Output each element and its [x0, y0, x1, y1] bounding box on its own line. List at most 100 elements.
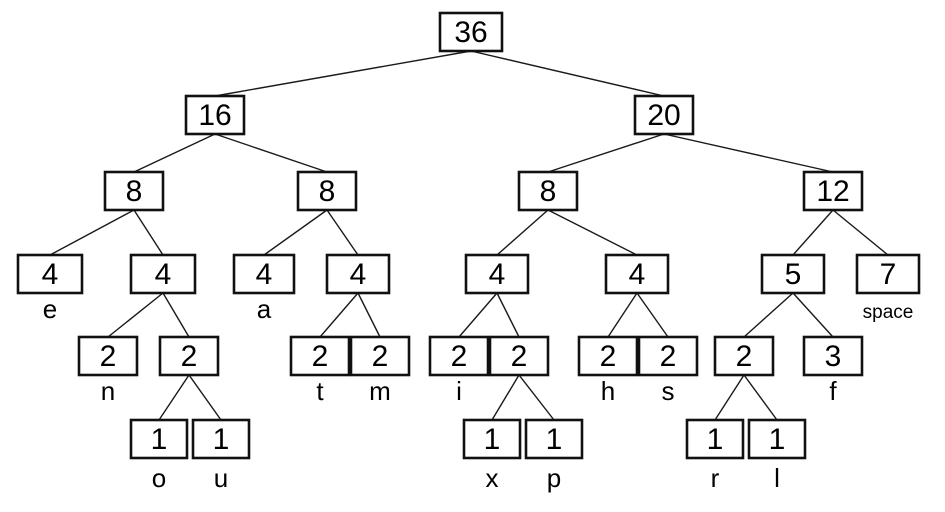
node-box [103, 170, 165, 212]
node-weight: 4 [489, 258, 506, 291]
tree-edge [188, 374, 222, 421]
tree-internal-node[interactable]: 20 [633, 94, 695, 136]
tree-edge [326, 209, 359, 256]
node-box [77, 335, 139, 377]
tree-internal-node[interactable]: 36 [438, 11, 504, 53]
node-weight: 2 [736, 340, 753, 373]
node-box [802, 170, 864, 212]
node-symbol-label: o [152, 463, 166, 493]
tree-edge [518, 374, 555, 421]
node-box [633, 94, 695, 136]
node-weight: 8 [319, 175, 336, 208]
tree-leaf-node[interactable]: 1l [747, 418, 807, 493]
node-weight: 16 [198, 99, 231, 132]
tree-edge [547, 209, 638, 256]
tree-leaf-node[interactable]: 2h [577, 335, 639, 406]
node-box [577, 335, 639, 377]
tree-leaf-node[interactable]: 1r [685, 418, 745, 493]
node-symbol-label: t [316, 376, 324, 406]
tree-internal-node[interactable]: 2 [488, 335, 550, 377]
tree-edge [49, 209, 135, 256]
node-weight: 1 [151, 423, 168, 456]
node-box [289, 335, 351, 377]
node-box [713, 335, 775, 377]
node-weight: 4 [42, 258, 59, 291]
node-symbol-label: space [863, 302, 914, 323]
node-box [637, 335, 699, 377]
tree-edge [107, 292, 164, 338]
tree-internal-node[interactable]: 2 [713, 335, 775, 377]
tree-internal-node[interactable]: 16 [184, 94, 246, 136]
tree-edge [458, 292, 498, 338]
node-box [747, 418, 807, 460]
node-box [488, 335, 550, 377]
tree-leaf-node[interactable]: 2t [289, 335, 351, 406]
tree-edge [214, 133, 328, 173]
node-weight: 2 [511, 340, 528, 373]
tree-leaf-node[interactable]: 1o [129, 418, 189, 493]
tree-edge [714, 374, 745, 421]
tree-edge [743, 292, 794, 338]
node-weight: 2 [372, 340, 389, 373]
node-weight: 36 [454, 16, 487, 49]
tree-internal-node[interactable]: 5 [760, 253, 826, 295]
node-weight: 20 [647, 99, 680, 132]
tree-edge [158, 374, 190, 421]
tree-internal-node[interactable]: 8 [517, 170, 579, 212]
node-box [158, 335, 220, 377]
tree-edge [792, 209, 834, 256]
tree-edge [162, 292, 190, 338]
tree-edge [607, 292, 638, 338]
tree-leaf-node[interactable]: 4a [232, 253, 296, 324]
node-weight: 1 [707, 423, 724, 456]
tree-internal-node[interactable]: 4 [604, 253, 670, 295]
tree-internal-node[interactable]: 4 [464, 253, 530, 295]
tree-internal-node[interactable]: 4 [129, 253, 197, 295]
node-weight: 1 [213, 423, 230, 456]
edge-layer [49, 50, 889, 421]
node-box [524, 418, 584, 460]
node-box [325, 253, 391, 295]
node-weight: 2 [451, 340, 468, 373]
node-box [349, 335, 411, 377]
tree-leaf-node[interactable]: 1p [524, 418, 584, 493]
tree-internal-node[interactable]: 12 [802, 170, 864, 212]
node-box [232, 253, 296, 295]
node-box [191, 418, 251, 460]
tree-leaf-node[interactable]: 2i [428, 335, 490, 406]
tree-internal-node[interactable]: 4 [325, 253, 391, 295]
node-symbol-label: i [456, 376, 462, 406]
node-weight: 4 [256, 258, 273, 291]
tree-edge [319, 292, 359, 338]
node-box [16, 253, 84, 295]
tree-edge [357, 292, 381, 338]
tree-leaf-node[interactable]: 1u [191, 418, 251, 493]
tree-edge [663, 133, 834, 173]
tree-edge [491, 374, 520, 421]
node-weight: 2 [312, 340, 329, 373]
node-box [685, 418, 745, 460]
node-weight: 4 [350, 258, 367, 291]
tree-leaf-node[interactable]: 3f [802, 335, 864, 406]
tree-internal-node[interactable]: 8 [103, 170, 165, 212]
tree-internal-node[interactable]: 2 [158, 335, 220, 377]
node-box [438, 11, 504, 53]
node-weight: 3 [825, 340, 842, 373]
node-symbol-label: e [43, 294, 57, 324]
node-box [129, 418, 189, 460]
node-box [517, 170, 579, 212]
tree-leaf-node[interactable]: 2n [77, 335, 139, 406]
tree-leaf-node[interactable]: 1x [462, 418, 522, 493]
node-box [855, 253, 921, 295]
node-box [184, 94, 246, 136]
node-box [129, 253, 197, 295]
tree-edge [470, 50, 665, 97]
tree-internal-node[interactable]: 8 [296, 170, 358, 212]
node-box [296, 170, 358, 212]
tree-leaf-node[interactable]: 2m [349, 335, 411, 406]
tree-edge [743, 374, 778, 421]
node-weight: 1 [546, 423, 563, 456]
tree-leaf-node[interactable]: 2s [637, 335, 699, 406]
tree-leaf-node[interactable]: 4e [16, 253, 84, 324]
